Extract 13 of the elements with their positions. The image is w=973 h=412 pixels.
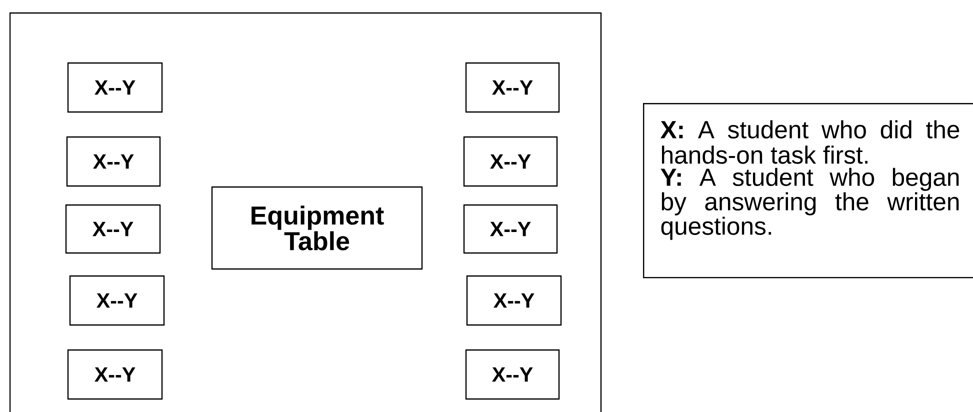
table-box: Equipment Table [211, 186, 423, 270]
seat-box: X--Y [67, 349, 163, 400]
seat-box: X--Y [465, 349, 560, 400]
seat-box: X--Y [65, 204, 161, 254]
seat-box: X--Y [66, 136, 161, 187]
seat-box: X--Y [69, 275, 165, 326]
room-outline [9, 12, 602, 412]
seat-box: X--Y [463, 204, 558, 254]
seat-box: X--Y [463, 136, 558, 187]
seat-box: X--Y [67, 62, 163, 113]
seat-box: X--Y [466, 275, 562, 326]
seat-box: X--Y [465, 62, 560, 113]
legend-box: X: A student who did the hands-on task first. Y: A student who began by answering the written questions. [643, 103, 973, 278]
